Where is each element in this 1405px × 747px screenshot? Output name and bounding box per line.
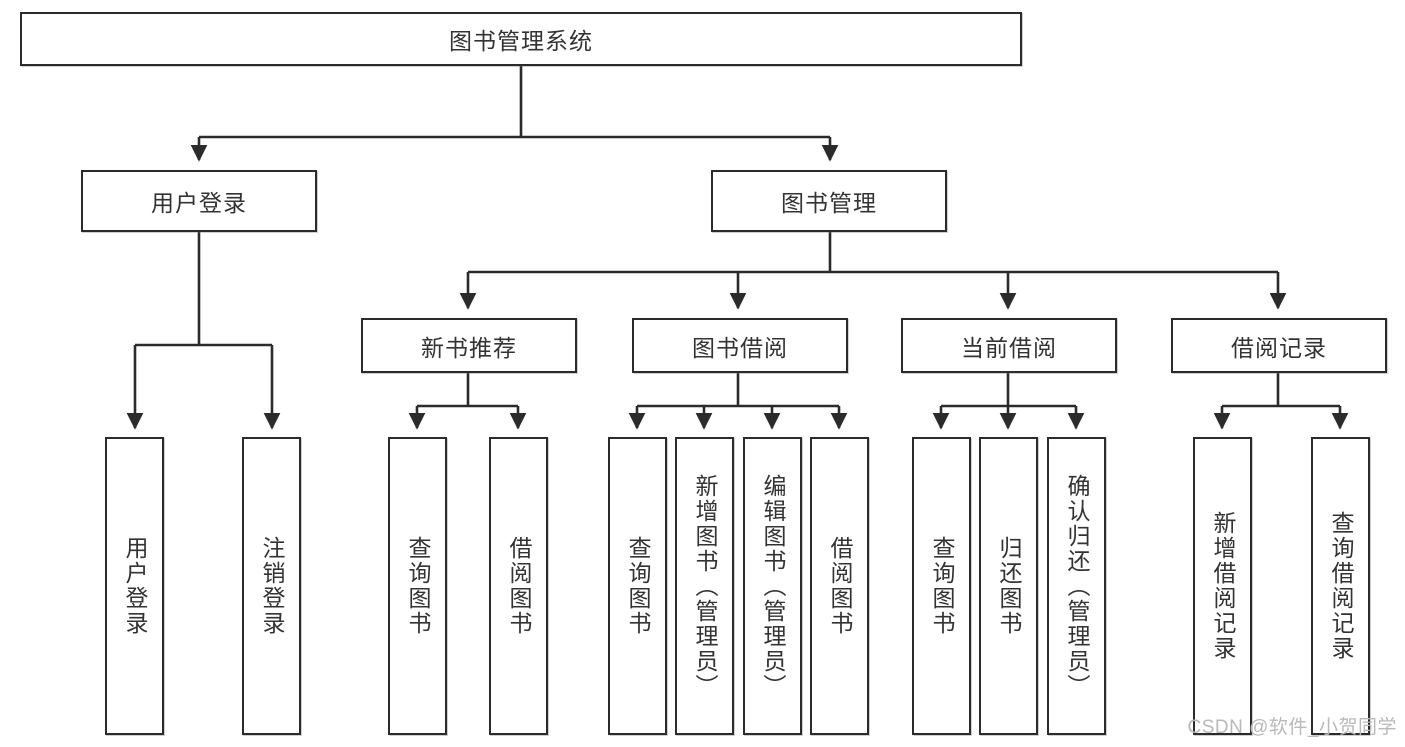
leaf-query-book-1[interactable]: 查询图书: [388, 437, 447, 735]
leaf-label: 查询图书: [929, 536, 955, 636]
leaf-query-book-2[interactable]: 查询图书: [608, 437, 667, 735]
leaf-add-record[interactable]: 新增借阅记录: [1193, 437, 1252, 735]
node-borrow-record[interactable]: 借阅记录: [1171, 318, 1387, 373]
leaf-label: 查询图书: [405, 536, 431, 636]
leaf-label: 确认归还（管理员）: [1064, 473, 1090, 699]
leaf-label: 查询图书: [625, 536, 651, 636]
leaf-query-book-3[interactable]: 查询图书: [912, 437, 971, 735]
leaf-label: 借阅图书: [506, 536, 532, 636]
leaf-user-logout[interactable]: 注销登录: [242, 437, 301, 735]
node-new-book-recommend[interactable]: 新书推荐: [361, 318, 577, 373]
node-current-borrow[interactable]: 当前借阅: [901, 318, 1117, 373]
leaf-label: 编辑图书（管理员）: [760, 473, 786, 699]
leaf-user-login[interactable]: 用户登录: [105, 437, 164, 735]
node-user-login[interactable]: 用户登录: [81, 170, 317, 232]
leaf-edit-book[interactable]: 编辑图书（管理员）: [743, 437, 802, 735]
leaf-label: 借阅图书: [827, 536, 853, 636]
leaf-label: 查询借阅记录: [1328, 511, 1354, 661]
leaf-label: 用户登录: [122, 536, 148, 636]
leaf-borrow-book-2[interactable]: 借阅图书: [810, 437, 869, 735]
leaf-label: 归还图书: [996, 536, 1022, 636]
leaf-label: 新增图书（管理员）: [692, 473, 718, 699]
leaf-borrow-book-1[interactable]: 借阅图书: [489, 437, 548, 735]
leaf-return-book[interactable]: 归还图书: [979, 437, 1038, 735]
node-root-system[interactable]: 图书管理系统: [20, 12, 1022, 66]
leaf-query-record[interactable]: 查询借阅记录: [1311, 437, 1370, 735]
leaf-label: 注销登录: [259, 536, 285, 636]
node-book-management[interactable]: 图书管理: [711, 170, 947, 232]
node-book-borrow[interactable]: 图书借阅: [632, 318, 848, 373]
leaf-confirm-return[interactable]: 确认归还（管理员）: [1047, 437, 1106, 735]
leaf-label: 新增借阅记录: [1210, 511, 1236, 661]
csdn-watermark: CSDN @软件_小贺同学: [1187, 717, 1397, 738]
leaf-add-book[interactable]: 新增图书（管理员）: [675, 437, 734, 735]
